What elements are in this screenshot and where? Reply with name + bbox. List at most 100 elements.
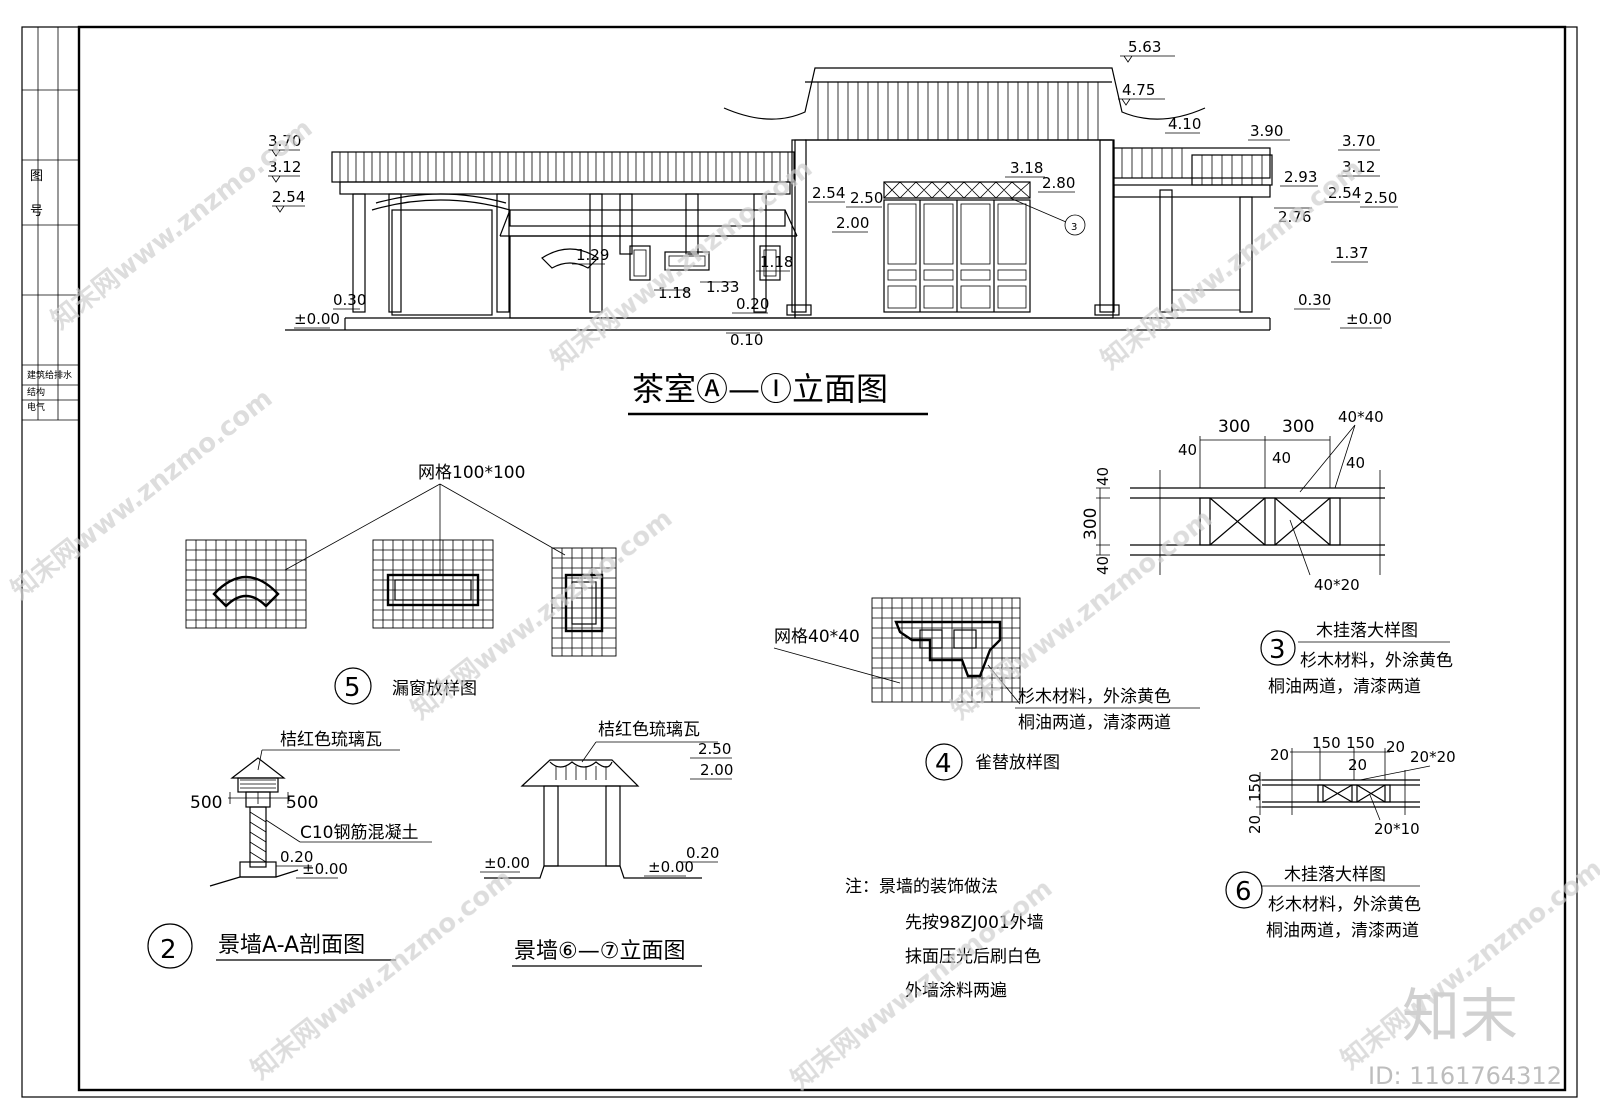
notes-line2: 抹面压光后刷白色 <box>905 947 1041 967</box>
detail3-number: 3 <box>1269 635 1286 665</box>
detail2-tile-label: 桔红色琉璃瓦 <box>280 730 382 750</box>
detail3-dim-300b: 300 <box>1282 417 1314 437</box>
detail6-number: 6 <box>1235 877 1252 907</box>
lvl-win-c: 1.18 <box>760 253 793 271</box>
fan-window <box>541 248 599 269</box>
detail6-dim-a: 20 <box>1270 746 1289 764</box>
left-roof-tiles <box>339 152 789 182</box>
title-block-label-2: 结构 <box>27 386 45 398</box>
detail6-dim-left150: 150 <box>1246 773 1264 802</box>
lvl-left-top: 3.70 <box>268 132 301 150</box>
detail5-title: 漏窗放样图 <box>392 679 477 699</box>
detail6-dim-20x10: 20*10 <box>1374 820 1420 838</box>
detail2-lvl-b: ±0.00 <box>302 860 348 878</box>
lvl-left-low: 2.54 <box>272 188 305 206</box>
notes-line3: 外墙涂料两遍 <box>905 981 1007 1001</box>
lvl-right-ground-a: 0.30 <box>1298 291 1331 309</box>
title-block-label-3: 电气 <box>27 401 45 413</box>
lvl-ridge-top: 5.63 <box>1128 38 1161 56</box>
callout-circle <box>1064 214 1086 236</box>
lvl-wall-a: 2.54 <box>812 184 845 202</box>
detail-5-lattice-windows: 网格100*100 5 漏窗放样图 <box>185 463 617 705</box>
detail-3-wood-fascia: 300 300 40*40 40 40 40 40 300 40 40*20 3… <box>1081 408 1453 697</box>
lvl-right-b: 2.93 <box>1284 168 1317 186</box>
lvl-door-lintel: 2.80 <box>1042 174 1075 192</box>
lvl-win-b: 1.18 <box>658 284 691 302</box>
main-roof-curve <box>723 67 1206 120</box>
lvl-left-mid: 3.12 <box>268 158 301 176</box>
detail3-dim-left40b: 40 <box>1094 556 1112 575</box>
right-roof-tiles <box>1121 148 1263 185</box>
watermark-logo: 知末 <box>1402 982 1518 1050</box>
lvl-left-ground-b: ±0.00 <box>294 310 340 328</box>
title-block-side-2: 号 <box>30 204 43 219</box>
detail2-lvl-a: 0.20 <box>280 848 313 866</box>
detail4-number: 4 <box>935 749 952 779</box>
detail2-title: 景墙A-A剖面图 <box>218 933 365 958</box>
detail3-title: 木挂落大样图 <box>1316 621 1418 641</box>
detail3-note2: 桐油两道，清漆两道 <box>1268 677 1421 697</box>
title-block-strip: 图 号 建筑 结构 电气 给排水 <box>22 27 79 421</box>
lvl-ridge-mid: 4.75 <box>1122 81 1155 99</box>
lvl-right-f: 1.37 <box>1335 244 1368 262</box>
notes-heading: 注：景墙的装饰做法 <box>845 877 998 897</box>
title-block-side-1: 图 <box>30 169 43 184</box>
lvl-right-d: 2.50 <box>1364 189 1397 207</box>
main-title: 茶室Ⓐ—Ⓘ立面图 <box>632 370 888 408</box>
watermark-id: ID: 1161764312 <box>1368 1062 1562 1090</box>
detail6-dim-left20: 20 <box>1246 815 1264 834</box>
lvl-win-a: 1.29 <box>576 246 609 264</box>
detail3-dim-300a: 300 <box>1218 417 1250 437</box>
detail6-note1: 杉木材料，外涂黄色 <box>1268 895 1421 915</box>
detail2-dim-left: 500 <box>190 793 222 813</box>
lvl-door-top: 3.18 <box>1010 159 1043 177</box>
lvl-mid-a: 4.10 <box>1168 115 1201 133</box>
detail67-title: 景墙⑥—⑦立面图 <box>514 939 685 964</box>
detail4-note2: 桐油两道，清漆两道 <box>1018 713 1171 733</box>
main-roof-tiles <box>817 82 1099 140</box>
detail6-dim-c: 150 <box>1346 734 1375 752</box>
detail67-tile-label: 桔红色琉璃瓦 <box>598 720 700 740</box>
detail67-lvl-e: ±0.00 <box>648 858 694 876</box>
detail-2-wall-section: 桔红色琉璃瓦 500 500 C10钢筋混凝土 0.20 ±0.00 2 景墙A… <box>147 730 432 969</box>
detail67-lvl-b: 2.00 <box>700 761 733 779</box>
detail3-dim-40b: 40 <box>1272 449 1291 467</box>
lvl-win-d: 1.33 <box>706 278 739 296</box>
detail3-dim-40x40: 40*40 <box>1338 408 1384 426</box>
detail-4-bracket: 网格40*40 杉木材料，外涂黄色 桐油两道，清漆两道 4 雀替放样图 <box>773 597 1200 781</box>
watermark-site-1: 知末网www.znzmo.com <box>46 113 318 335</box>
detail6-title: 木挂落大样图 <box>1284 865 1386 885</box>
lvl-mid-b: 3.90 <box>1250 122 1283 140</box>
callout-mark: 3 <box>1071 222 1077 233</box>
level-markers-right: 3.70 3.12 2.93 2.54 2.50 2.76 1.37 0.30 … <box>1274 132 1398 329</box>
level-markers-left: 3.70 3.12 2.54 0.30 ±0.00 <box>268 132 366 329</box>
detail3-note1: 杉木材料，外涂黄色 <box>1300 651 1453 671</box>
detail6-dim-e: 20 <box>1348 756 1367 774</box>
detail5-grid-label: 网格100*100 <box>418 463 525 483</box>
detail67-lvl-d: 0.20 <box>686 844 719 862</box>
tea-house-elevation: 3.70 3.12 2.54 0.30 ±0.00 5.63 4.75 4.10… <box>268 38 1398 349</box>
detail4-grid-label: 网格40*40 <box>774 627 860 647</box>
watermark-site-7: 知末网www.znzmo.com <box>246 863 518 1085</box>
watermark-site-8: 知末网www.znzmo.com <box>786 873 1058 1095</box>
watermark-site-3: 知末网www.znzmo.com <box>1096 153 1368 375</box>
detail67-lvl-a: 2.50 <box>698 740 731 758</box>
detail3-dim-left300: 300 <box>1081 508 1101 540</box>
detail3-dim-left40a: 40 <box>1094 467 1112 486</box>
lvl-step-a: 0.20 <box>736 295 769 313</box>
detail3-dim-40x20: 40*20 <box>1314 576 1360 594</box>
detail6-dim-b: 150 <box>1312 734 1341 752</box>
detail3-dim-40a: 40 <box>1178 441 1197 459</box>
detail67-lvl-c: ±0.00 <box>484 854 530 872</box>
detail4-note1: 杉木材料，外涂黄色 <box>1018 687 1171 707</box>
notes-line1: 先按98ZJ001外墙 <box>905 913 1044 933</box>
lvl-wall-c: 2.00 <box>836 214 869 232</box>
lvl-right-top: 3.70 <box>1342 132 1375 150</box>
lvl-right-c: 2.54 <box>1328 184 1361 202</box>
inner-border <box>77 25 1567 1092</box>
detail2-concrete-label: C10钢筋混凝土 <box>300 823 419 843</box>
title-block-label-4: 给排水 <box>45 369 72 381</box>
detail2-dim-right: 500 <box>286 793 318 813</box>
lvl-right-a: 3.12 <box>1342 158 1375 176</box>
